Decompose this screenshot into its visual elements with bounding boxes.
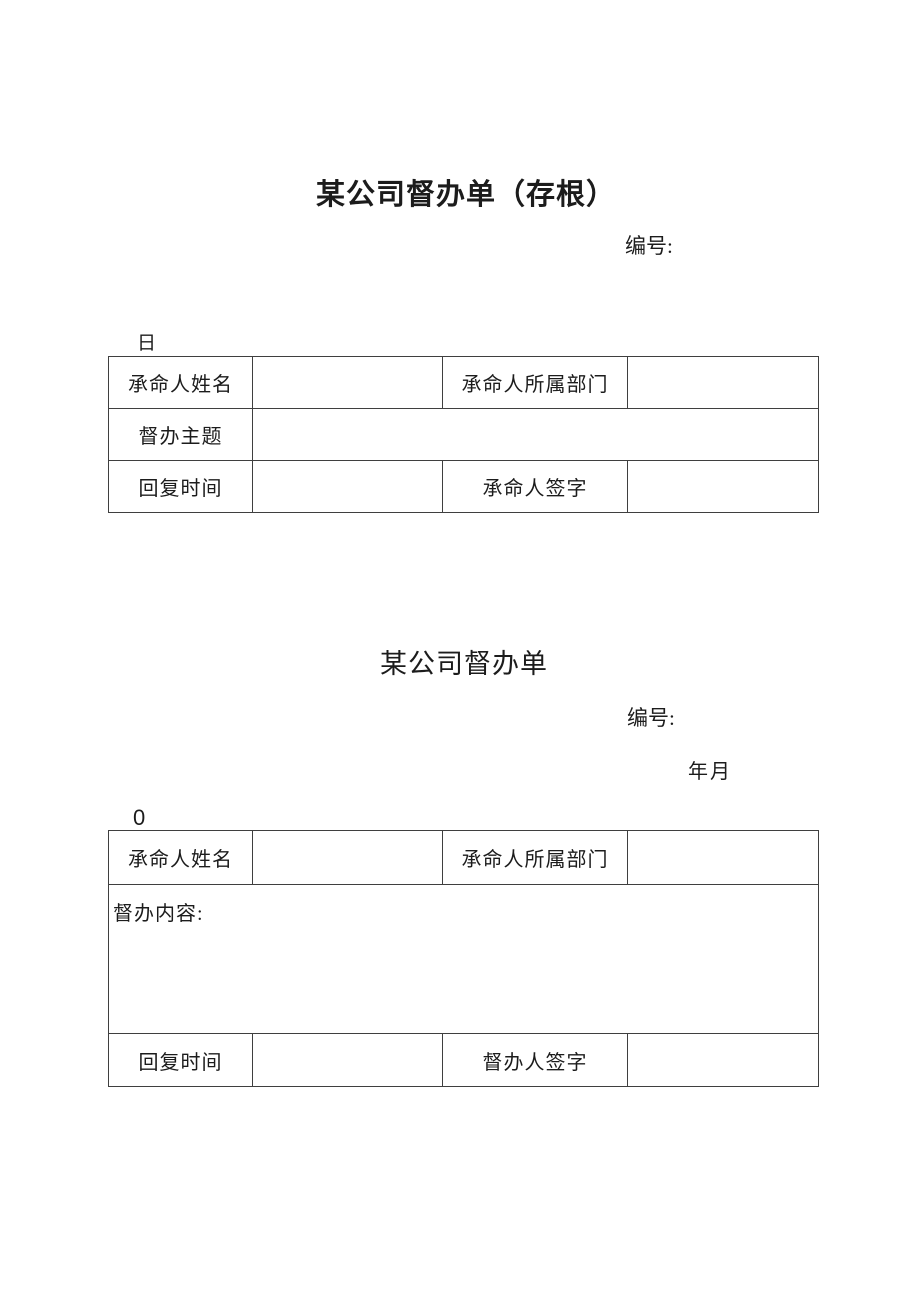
- stub-subject-value: [252, 408, 819, 461]
- main-section-title: 某公司督办单: [380, 649, 548, 679]
- stub-subject-label: 督办主题: [108, 408, 253, 461]
- main-date-fragment: 年月: [688, 761, 732, 783]
- stub-recipient-name-label: 承命人姓名: [108, 356, 253, 409]
- stub-recipient-department-value: [627, 356, 819, 409]
- main-recipient-department-value: [627, 830, 819, 885]
- stub-reply-time-value: [252, 460, 443, 513]
- stub-reply-time-label: 回复时间: [108, 460, 253, 513]
- main-supervisor-signature-label: 督办人签字: [442, 1033, 628, 1087]
- main-table-row-3: 回复时间 督办人签字: [108, 1033, 819, 1087]
- stub-table: 承命人姓名 承命人所属部门 督办主题 回复时间 承命人签字: [108, 356, 819, 513]
- main-reply-time-label: 回复时间: [108, 1033, 253, 1087]
- main-recipient-name-label: 承命人姓名: [108, 830, 253, 885]
- stub-table-row-3: 回复时间 承命人签字: [108, 460, 819, 513]
- main-supervisor-signature-value: [627, 1033, 819, 1087]
- stub-table-row-2: 督办主题: [108, 408, 819, 461]
- main-recipient-department-label: 承命人所属部门: [442, 830, 628, 885]
- main-table-row-1: 承命人姓名 承命人所属部门: [108, 830, 819, 885]
- main-reply-time-value: [252, 1033, 443, 1087]
- stub-recipient-name-value: [252, 356, 443, 409]
- stub-date-fragment: 日: [137, 333, 157, 354]
- stub-recipient-signature-value: [627, 460, 819, 513]
- main-content-label: 督办内容:: [108, 884, 819, 1034]
- main-recipient-name-value: [252, 830, 443, 885]
- stub-number-label: 编号:: [625, 234, 673, 258]
- main-table-row-2: 督办内容:: [108, 884, 819, 1034]
- stub-table-row-1: 承命人姓名 承命人所属部门: [108, 356, 819, 409]
- stub-recipient-department-label: 承命人所属部门: [442, 356, 628, 409]
- main-number-label: 编号:: [627, 706, 675, 730]
- main-stray-character: 0: [133, 805, 146, 830]
- stub-recipient-signature-label: 承命人签字: [442, 460, 628, 513]
- main-table: 承命人姓名 承命人所属部门 督办内容: 回复时间 督办人签字: [108, 830, 819, 1087]
- stub-section-title: 某公司督办单（存根）: [315, 179, 616, 211]
